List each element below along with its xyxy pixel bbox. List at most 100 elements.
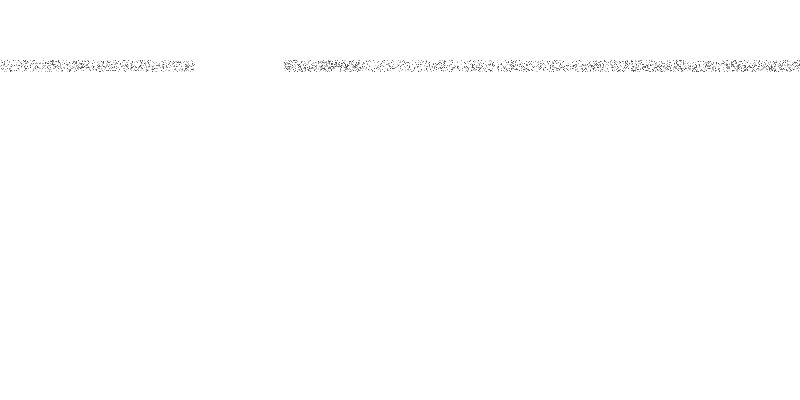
noise-dot — [511, 66, 512, 67]
noise-dot — [568, 70, 569, 71]
noise-dot — [76, 62, 77, 63]
noise-dot — [789, 64, 790, 65]
noise-dot — [744, 60, 745, 61]
noise-dot — [598, 65, 599, 66]
noise-dot — [703, 61, 704, 62]
noise-dot — [408, 70, 409, 71]
noise-dot — [369, 65, 370, 66]
noise-dot — [416, 64, 417, 65]
noise-dot — [772, 70, 773, 71]
noise-dot — [623, 63, 624, 64]
noise-dot — [787, 60, 788, 61]
noise-dot — [322, 68, 323, 69]
noise-dot — [38, 71, 39, 72]
noise-dot — [56, 70, 57, 71]
noise-dot — [393, 61, 394, 62]
noise-dot — [134, 65, 135, 66]
noise-dot — [427, 70, 428, 71]
noise-dot — [11, 64, 12, 65]
noise-dot — [450, 64, 451, 65]
noise-dot — [373, 60, 374, 61]
noise-dot — [55, 64, 56, 65]
noise-dot — [553, 71, 554, 72]
noise-dot — [607, 68, 608, 69]
noise-dot — [86, 64, 87, 65]
noise-dot — [544, 67, 545, 68]
noise-dot — [125, 65, 126, 66]
noise-dot — [368, 69, 369, 70]
noise-dot — [736, 62, 737, 63]
noise-dot — [653, 64, 654, 65]
noise-dot — [98, 61, 99, 62]
noise-dot — [476, 65, 477, 66]
noise-dot — [629, 63, 630, 64]
noise-dot — [187, 69, 188, 70]
noise-dot — [81, 66, 82, 67]
noise-dot — [787, 65, 788, 66]
noise-dot — [737, 69, 738, 70]
noise-dot — [170, 61, 171, 62]
noise-dot — [798, 67, 799, 68]
noise-dot — [71, 68, 72, 69]
noise-dot — [108, 70, 109, 71]
noise-dot — [648, 68, 649, 69]
noise-dot — [685, 68, 686, 69]
noise-dot — [186, 68, 187, 69]
noise-dot — [444, 67, 445, 68]
noise-dot — [135, 66, 136, 67]
noise-dot — [509, 70, 510, 71]
noise-dot — [534, 66, 535, 67]
noise-dot — [457, 68, 458, 69]
noise-dot — [516, 60, 517, 61]
noise-dot — [361, 68, 362, 69]
noise-dot — [449, 71, 450, 72]
noise-dot — [324, 68, 325, 69]
noise-dot — [529, 61, 530, 62]
noise-dot — [320, 70, 321, 71]
noise-dot — [138, 67, 139, 68]
noise-dot — [40, 68, 41, 69]
noise-dot — [627, 62, 628, 63]
noise-dot — [696, 70, 697, 71]
noise-dot — [494, 65, 495, 66]
noise-dot — [22, 65, 23, 66]
noise-dot — [99, 63, 100, 64]
noise-dot — [793, 65, 794, 66]
noise-dot — [309, 60, 310, 61]
noise-dot — [148, 67, 149, 68]
noise-dot — [620, 71, 621, 72]
noise-dot — [290, 60, 291, 61]
noise-dot — [538, 68, 539, 69]
noise-dot — [429, 67, 430, 68]
noise-dot — [161, 61, 162, 62]
noise-dot — [646, 60, 647, 61]
noise-dot — [174, 65, 175, 66]
noise-dot — [19, 65, 20, 66]
noise-dot — [399, 71, 400, 72]
noise-dot — [526, 61, 527, 62]
noise-dot — [192, 61, 193, 62]
noise-dot — [337, 60, 338, 61]
noise-dot — [590, 64, 591, 65]
noise-dot — [539, 69, 540, 70]
noise-dot — [79, 62, 80, 63]
noise-dot — [444, 60, 445, 61]
noise-dot — [515, 64, 516, 65]
noise-dot — [740, 64, 741, 65]
noise-dot — [166, 67, 167, 68]
noise-dot — [724, 62, 725, 63]
noise-dot — [193, 68, 194, 69]
noise-dot — [289, 69, 290, 70]
noise-dot — [119, 69, 120, 70]
noise-dot — [641, 62, 642, 63]
noise-dot — [585, 67, 586, 68]
noise-dot — [371, 69, 372, 70]
noise-dot — [528, 69, 529, 70]
noise-dot — [659, 66, 660, 67]
noise-dot — [774, 71, 775, 72]
noise-dot — [578, 71, 579, 72]
noise-dot — [87, 65, 88, 66]
noise-dot — [421, 60, 422, 61]
noise-dot — [631, 60, 632, 61]
noise-dot — [762, 68, 763, 69]
